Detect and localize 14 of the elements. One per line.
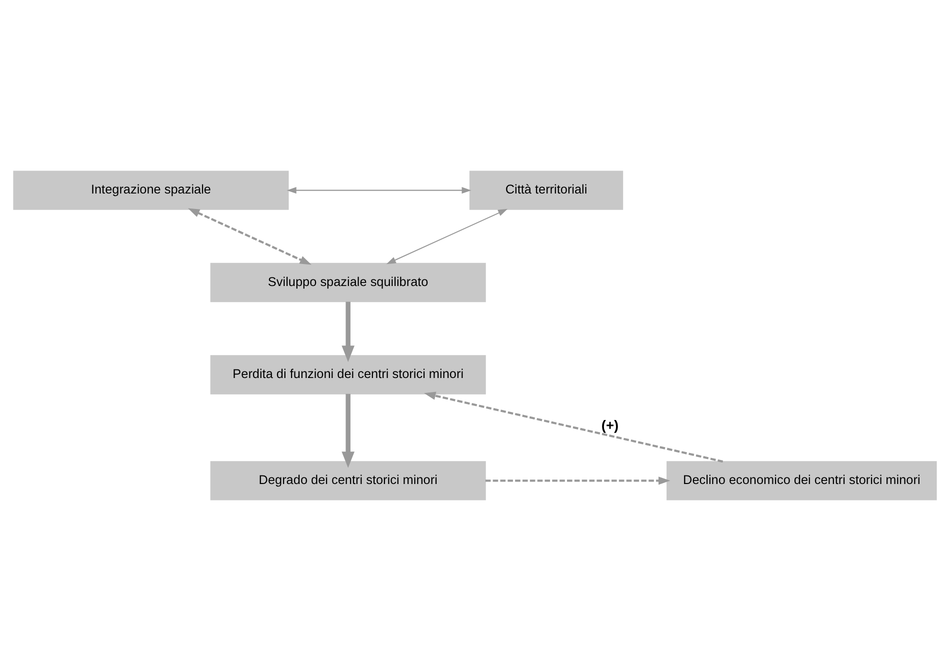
node-box: Declino economico dei centri storici minori	[666, 460, 936, 500]
arrow	[484, 476, 670, 484]
node-box: Città territoriali	[468, 170, 623, 210]
arrow	[187, 208, 312, 264]
node-box: Sviluppo spaziale squilibrato	[210, 262, 486, 302]
edge-label: (+)	[600, 418, 618, 433]
node-box: Degrado dei centri storici minori	[210, 460, 486, 500]
node-box: Integrazione spaziale	[12, 170, 288, 210]
arrow	[423, 391, 723, 462]
arrow	[286, 186, 471, 194]
arrow	[386, 208, 508, 264]
arrow	[341, 393, 354, 468]
node-box: Perdita di funzioni dei centri storici minori	[210, 354, 486, 394]
arrow	[341, 301, 354, 362]
